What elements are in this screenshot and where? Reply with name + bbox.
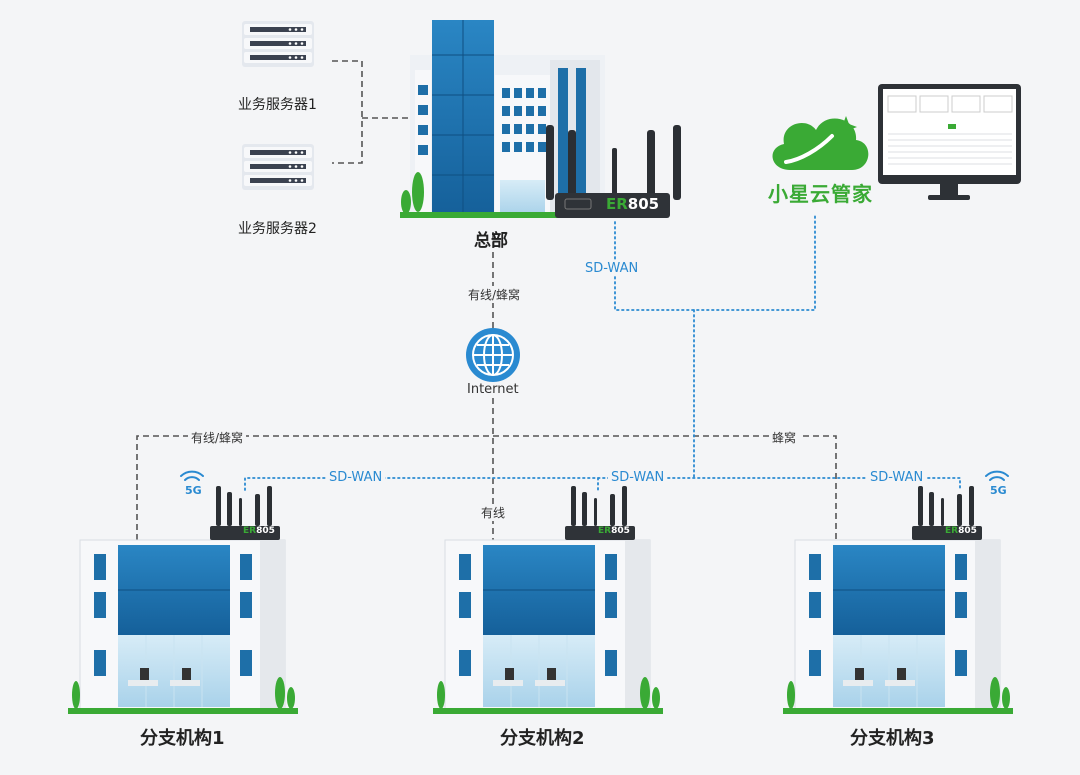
- server-1-label: 业务服务器1: [238, 97, 317, 113]
- model-suffix: 805: [958, 526, 977, 536]
- sdwan-links: [244, 214, 961, 491]
- server-2-label: 业务服务器2: [238, 221, 317, 237]
- branch-1-label: 分支机构1: [140, 728, 225, 749]
- branch-2-uplink-label: 有线: [478, 504, 509, 521]
- router-model-prefix: ER: [606, 195, 628, 213]
- model-suffix: 805: [256, 526, 275, 536]
- hq-uplink-label: 有线/蜂窝: [465, 286, 524, 303]
- branch-2-building: [432, 539, 664, 715]
- cloud-brand-name: 小星云管家: [768, 182, 873, 206]
- sdwan-branch-bus: [244, 477, 961, 491]
- signal-5g-icon-branch1: [180, 470, 204, 481]
- branch-2-label: 分支机构2: [500, 728, 585, 749]
- branch-2-router-model: ER805: [598, 526, 630, 536]
- model-suffix: 805: [611, 526, 630, 536]
- hq-sdwan-label: SD-WAN: [582, 261, 642, 276]
- hq-router: [546, 125, 681, 218]
- server1-link: [332, 60, 363, 164]
- hq-sdwan-link: [614, 214, 816, 311]
- branch-1-5g-badge: 5G: [185, 484, 202, 497]
- branch-2-sdwan-label: SD-WAN: [608, 470, 668, 485]
- internet-label: Internet: [467, 382, 519, 397]
- branch-3-uplink-label: 蜂窝: [769, 429, 800, 446]
- branch-3-building: [782, 539, 1014, 715]
- branch-1-building: [67, 539, 299, 715]
- model-prefix: ER: [945, 526, 959, 536]
- branch-3-sdwan-label: SD-WAN: [867, 470, 927, 485]
- hq-label: 总部: [474, 231, 508, 251]
- router-model-suffix: 805: [627, 195, 660, 213]
- branch-1-sdwan-label: SD-WAN: [326, 470, 386, 485]
- model-prefix: ER: [598, 526, 612, 536]
- internet-globe-icon: [466, 328, 520, 382]
- branch-3-5g-badge: 5G: [990, 484, 1007, 497]
- signal-5g-icon-branch3: [985, 470, 1009, 481]
- business-server-1: [242, 21, 314, 67]
- monitor-icon: [878, 84, 1021, 200]
- wan-bus-link: [136, 435, 837, 540]
- branch-1-uplink-label: 有线/蜂窝: [188, 429, 247, 446]
- wired-links: [136, 60, 837, 540]
- cloud-logo-icon: [772, 116, 869, 170]
- hq-router-model: ER805: [606, 195, 659, 213]
- model-prefix: ER: [243, 526, 257, 536]
- branch-1-router-model: ER805: [243, 526, 275, 536]
- branch-3-label: 分支机构3: [850, 728, 935, 749]
- branch-3-router-model: ER805: [945, 526, 977, 536]
- business-server-2: [242, 144, 314, 190]
